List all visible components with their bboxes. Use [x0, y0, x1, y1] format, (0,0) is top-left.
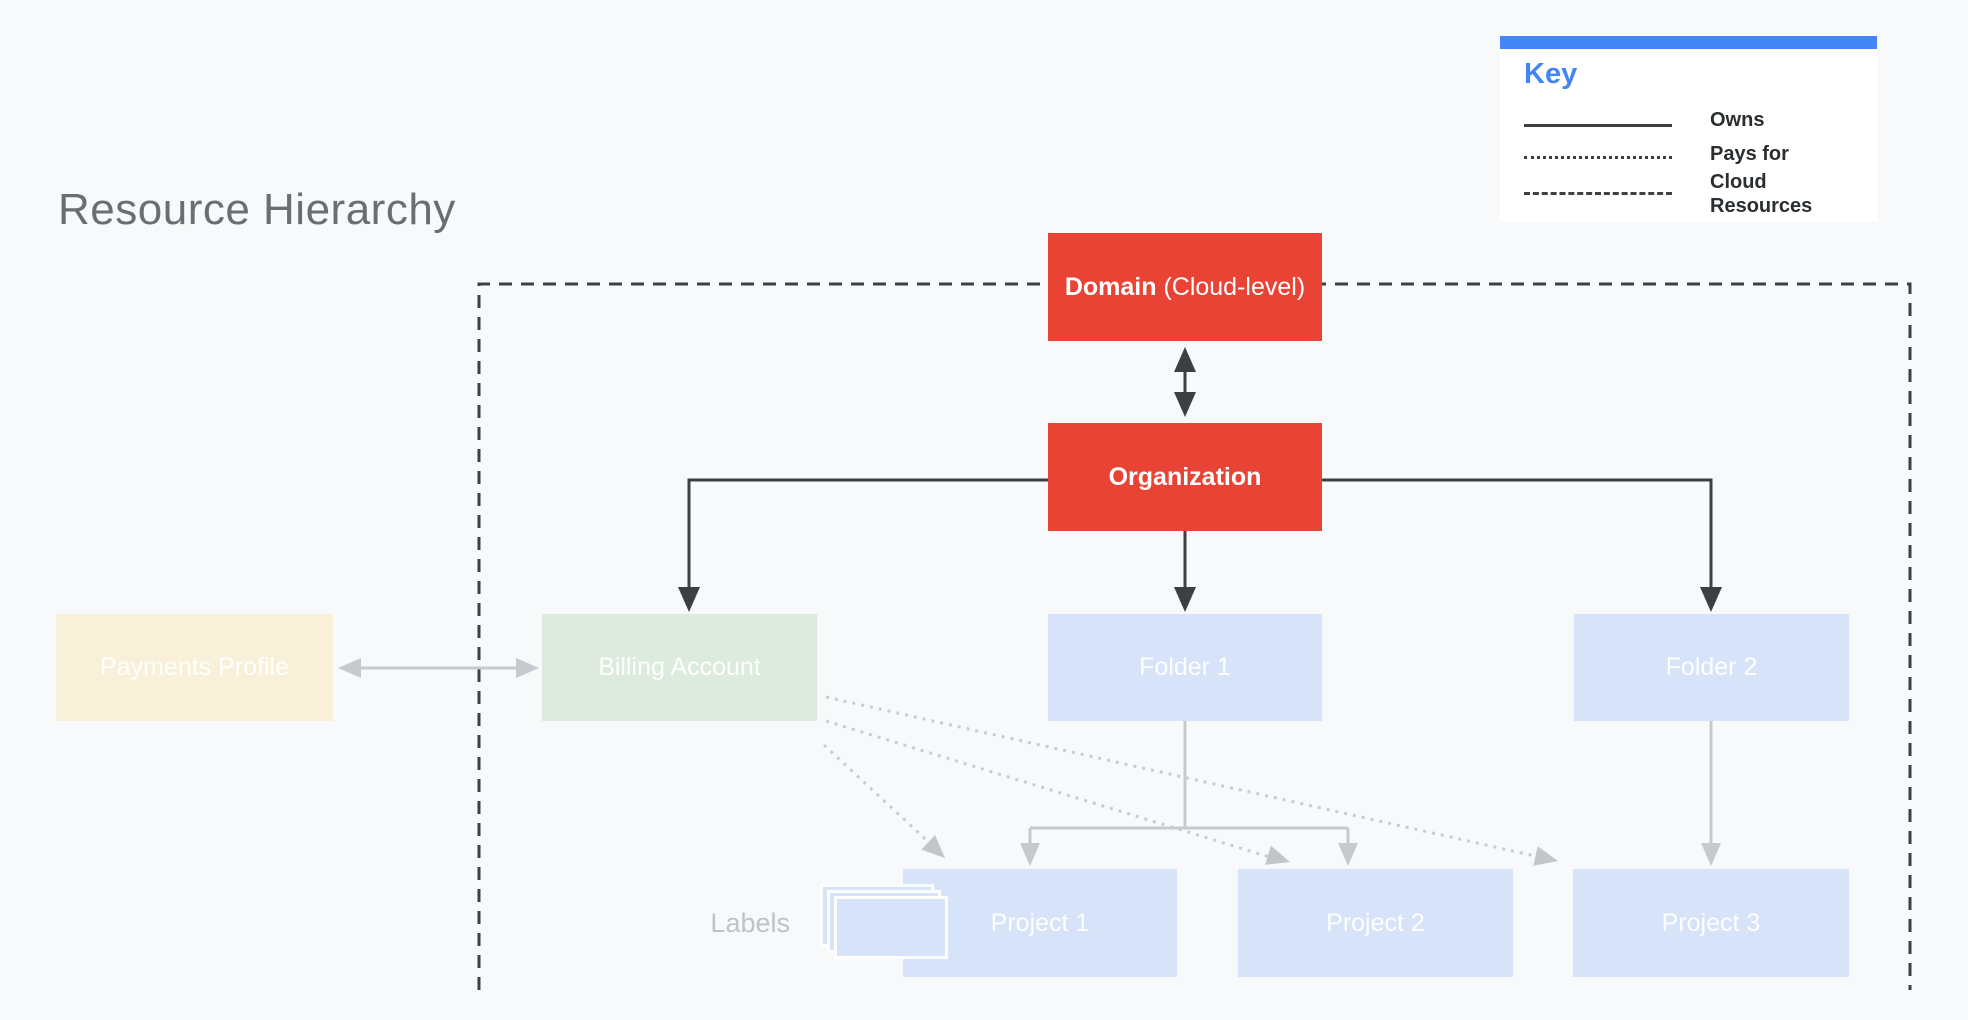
- legend-label-owns: Owns: [1710, 109, 1765, 131]
- node-organization: Organization: [1048, 423, 1322, 531]
- node-organization-label: Organization: [1108, 462, 1262, 491]
- legend-label-pays-for: Pays for: [1710, 143, 1789, 165]
- node-domain-sublabel: (Cloud-level): [1156, 272, 1306, 301]
- edge-billing-pays-projects: [822, 695, 1558, 866]
- edge-folder1-projects: [1020, 721, 1358, 866]
- node-project-1: Project 1: [903, 869, 1177, 977]
- page-title: Resource Hierarchy: [58, 185, 456, 234]
- legend-title: Key: [1524, 58, 1578, 90]
- labels-cards-icon: [820, 884, 952, 964]
- node-folder-1-label: Folder 1: [1139, 653, 1231, 681]
- node-billing-account: Billing Account: [542, 614, 817, 721]
- node-project-2: Project 2: [1238, 869, 1513, 977]
- node-folder-2: Folder 2: [1574, 614, 1849, 721]
- node-project-2-label: Project 2: [1326, 908, 1425, 937]
- node-folder-2-label: Folder 2: [1665, 653, 1758, 681]
- node-project-3-label: Project 3: [1661, 908, 1761, 937]
- edge-organization-folder2: [1322, 478, 1722, 612]
- node-domain-label: Domain: [1064, 272, 1157, 301]
- legend-accent-bar: [1500, 36, 1877, 49]
- edge-folder2-project3: [1701, 721, 1721, 866]
- solid-line-sample: [1524, 124, 1672, 127]
- dotted-line-sample: [1524, 156, 1672, 159]
- node-domain: Domain (Cloud-level): [1048, 233, 1322, 341]
- edge-domain-organization: [1174, 347, 1196, 417]
- node-project-3: Project 3: [1573, 869, 1849, 977]
- dashed-line-sample: [1524, 192, 1672, 195]
- edge-organization-billing: [678, 478, 1048, 612]
- node-payments-profile: Payments Profile: [56, 614, 333, 721]
- node-billing-account-label: Billing Account: [598, 653, 761, 681]
- legend: Key Owns Pays for Cloud Resources: [1500, 36, 1877, 222]
- labels-caption: Labels: [710, 908, 790, 938]
- label-card-front: [834, 896, 948, 959]
- legend-label-cloud-resources: Cloud Resources: [1710, 171, 1813, 217]
- cloud-resources-boundary: [477, 282, 1912, 990]
- edge-payments-billing: [338, 658, 539, 678]
- node-project-1-label: Project 1: [990, 908, 1090, 937]
- node-folder-1: Folder 1: [1048, 614, 1322, 721]
- node-payments-profile-label: Payments Profile: [100, 653, 289, 681]
- edge-organization-folder1: [1174, 531, 1196, 612]
